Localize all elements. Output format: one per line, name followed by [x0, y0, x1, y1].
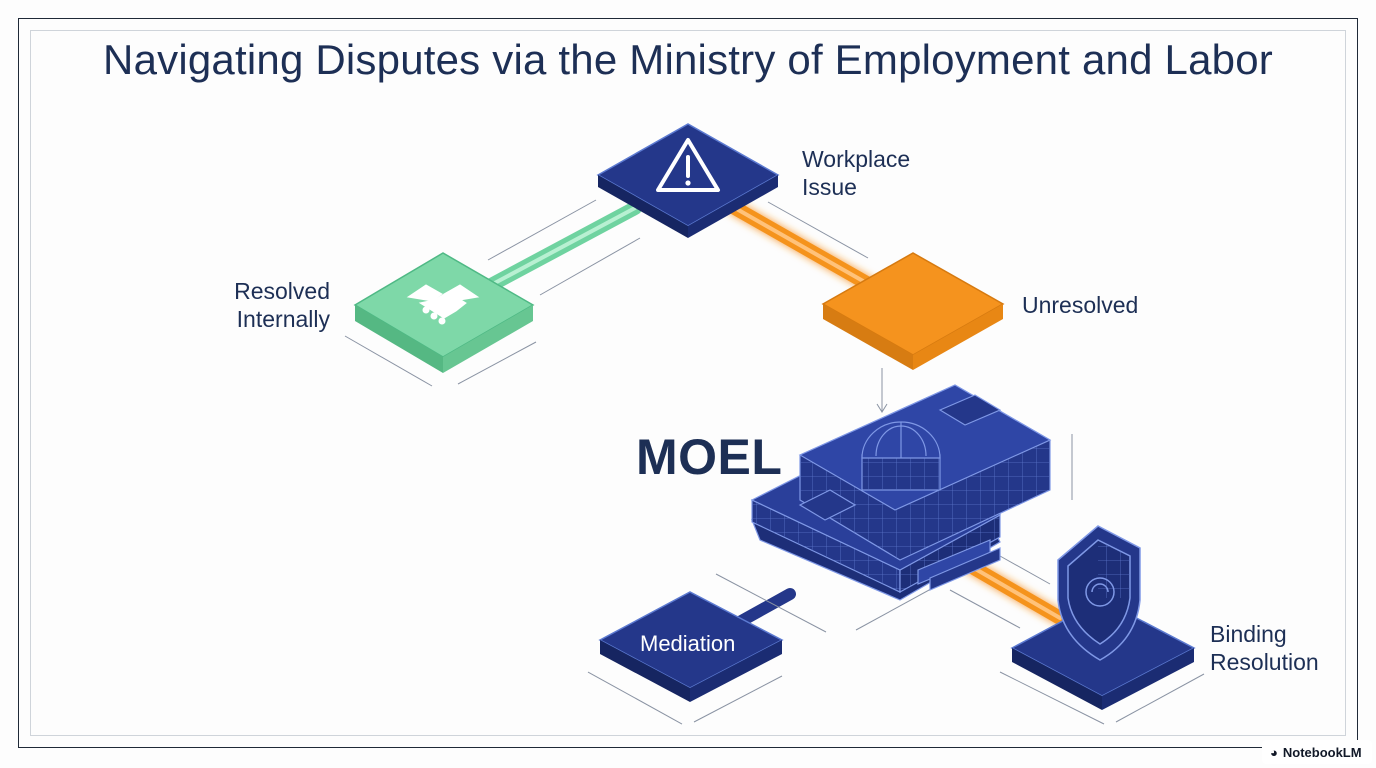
- warning-triangle-icon: [656, 138, 720, 192]
- shield-icon: [1057, 525, 1141, 661]
- node-mediation: [598, 591, 784, 702]
- label-mediation: Mediation: [640, 631, 736, 656]
- page-title: Navigating Disputes via the Ministry of …: [103, 36, 1273, 83]
- label-unresolved: Unresolved: [1022, 292, 1139, 318]
- node-binding-resolution: [1010, 525, 1196, 710]
- connector-issue-to-resolved: [471, 201, 642, 299]
- notebooklm-logo-icon: ◕: [1270, 744, 1278, 760]
- notebooklm-watermark: ◕ NotebookLM: [1262, 740, 1372, 764]
- watermark-text: NotebookLM: [1282, 744, 1362, 760]
- handshake-icon: [406, 284, 480, 325]
- connector-moel-to-mediation: [730, 588, 796, 630]
- government-building-icon: [750, 384, 1052, 601]
- outer-frame: [18, 18, 1358, 748]
- node-resolved-internally: [353, 252, 535, 373]
- connector-issue-to-unresolved: [728, 201, 877, 292]
- inner-frame: [30, 30, 1346, 736]
- node-workplace-issue: [596, 123, 780, 238]
- label-moel: MOEL: [636, 429, 783, 485]
- node-unresolved: [821, 252, 1005, 370]
